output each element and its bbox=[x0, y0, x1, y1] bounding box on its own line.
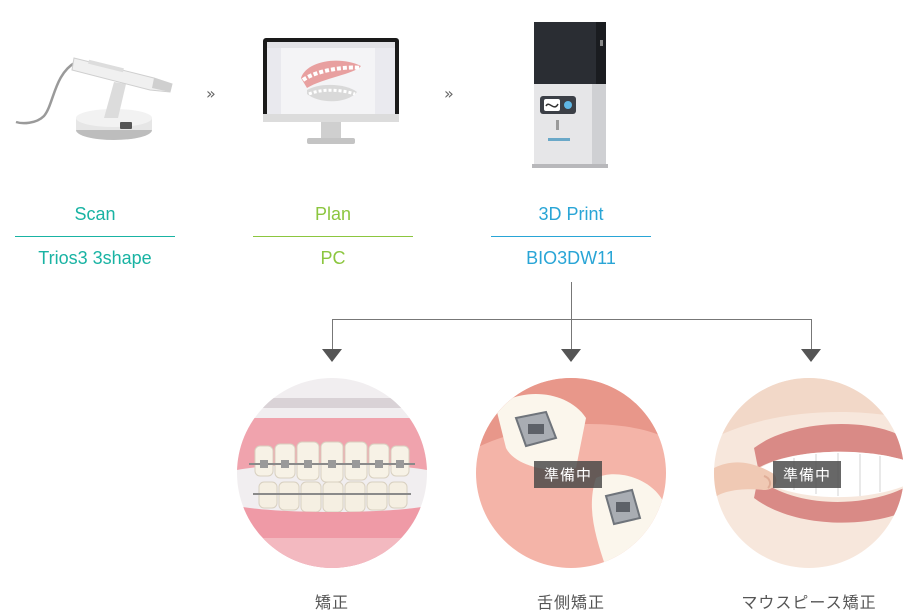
connector-branch-left bbox=[332, 319, 333, 349]
intraoral-scanner-image bbox=[14, 44, 174, 144]
coming-soon-badge-lingual: 準備中 bbox=[534, 461, 603, 488]
braces-model-image bbox=[237, 378, 427, 568]
step-subtitle-3d-print: BIO3DW11 bbox=[526, 248, 616, 268]
step-separator-1: » bbox=[206, 84, 216, 103]
connector-trunk bbox=[571, 282, 572, 350]
arrow-down-icon bbox=[322, 349, 342, 362]
3d-printer-image bbox=[530, 20, 610, 170]
computer-monitor-image bbox=[263, 38, 399, 146]
step-title-scan: Scan bbox=[74, 204, 116, 224]
step-divider-3d-print bbox=[491, 236, 651, 237]
arrow-down-icon bbox=[801, 349, 821, 362]
arrow-down-icon bbox=[561, 349, 581, 362]
step-divider-plan bbox=[253, 236, 413, 237]
outcome-label-aligner: マウスピース矯正 bbox=[741, 593, 877, 612]
coming-soon-badge-aligner: 準備中 bbox=[773, 461, 842, 488]
step-divider-scan bbox=[15, 236, 175, 237]
outcome-label-braces: 矯正 bbox=[314, 593, 349, 612]
step-separator-2: » bbox=[444, 84, 454, 103]
connector-branch-right bbox=[811, 319, 812, 349]
outcome-label-lingual: 舌側矯正 bbox=[536, 593, 605, 612]
connector-horizontal bbox=[332, 319, 812, 320]
step-subtitle-scan: Trios3 3shape bbox=[38, 248, 152, 268]
step-title-3d-print: 3D Print bbox=[538, 204, 604, 224]
step-title-plan: Plan bbox=[314, 204, 352, 224]
step-subtitle-plan: PC bbox=[320, 248, 346, 268]
